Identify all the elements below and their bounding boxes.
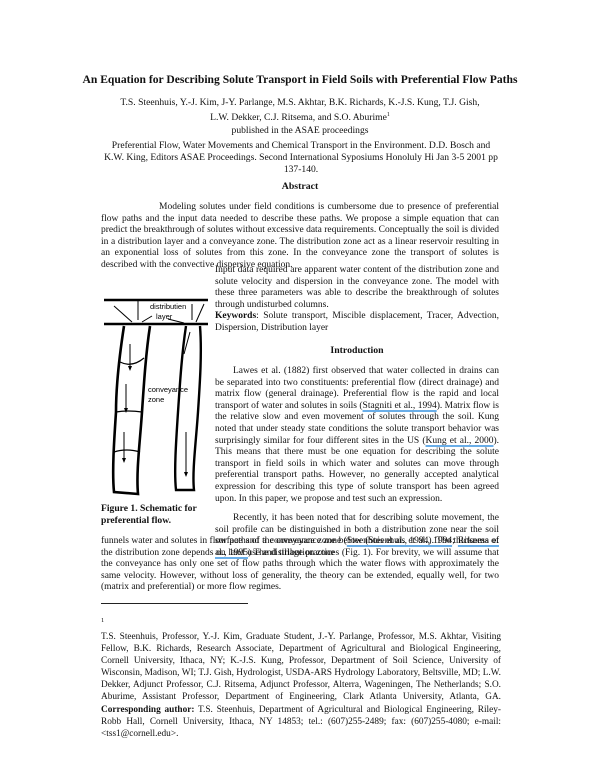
introduction-heading: Introduction (330, 345, 384, 356)
citation-link-stagniti-1994[interactable]: Stagniti et al., 1994 (362, 400, 437, 411)
footnote-text: T.S. Steenhuis, Professor, Y.-J. Kim, Gr… (101, 632, 501, 739)
footnote-marker: 1 (386, 112, 390, 119)
citation-link-ritsema-1995[interactable]: Ritsema et al., 1995 (215, 536, 499, 558)
distribution-layer-label-2: layer (156, 312, 173, 321)
keywords: Keywords: Solute transport, Miscible dis… (215, 311, 499, 334)
authors-line-2: L.W. Dekker, C.J. Ritsema, and S.O. Abur… (210, 112, 390, 124)
conveyance-zone-label: conveyance (148, 385, 188, 394)
paper-title: An Equation for Describing Solute Transp… (82, 73, 518, 86)
keywords-label: Keywords (215, 311, 257, 321)
footnote-number: 1 (101, 617, 105, 624)
keywords-list: : Solute transport, Miscible displacemen… (215, 311, 499, 333)
author-list: T.S. Steenhuis, Y.-J. Kim, J-Y. Parlange… (0, 97, 600, 137)
authors-line-1: T.S. Steenhuis, Y.-J. Kim, J-Y. Parlange… (120, 97, 480, 108)
corresponding-author-label: Corresponding author: (101, 704, 195, 715)
figure-1-schematic: distributien layer conveyance zone (104, 292, 214, 500)
citation-link-steenhuis-1994-b[interactable]: Steenhuis et al., 1994 (346, 536, 429, 546)
intro-paragraph-2-continued: funnels water and solutes in flow paths … (101, 536, 499, 593)
abstract-text: Modeling solutes under field conditions … (101, 202, 499, 270)
citation-link-kung-2000[interactable]: Kung et al., 2000 (425, 435, 494, 446)
intro-paragraph-2: Recently, it has been noted that for des… (215, 513, 499, 558)
citation-link-steenhuis-1994[interactable]: Steenhuis et al., 1994 (368, 536, 453, 547)
figure-caption: Figure 1. Schematic for preferential flo… (101, 503, 197, 526)
published-note: published in the ASAE proceedings (231, 124, 369, 136)
abstract-heading: Abstract (281, 181, 319, 192)
abstract-text-continued: Input data required are apparent water c… (215, 265, 499, 310)
distribution-layer-label: distributien (150, 302, 186, 311)
publication-info: Preferential Flow, Water Movements and C… (104, 140, 498, 176)
preferential-flow-diagram: distributien layer conveyance zone (104, 298, 208, 496)
footnote-divider (101, 603, 248, 604)
conveyance-zone-label-2: zone (148, 395, 164, 404)
intro-paragraph-1: Lawes et al. (1882) first observed that … (215, 366, 500, 504)
